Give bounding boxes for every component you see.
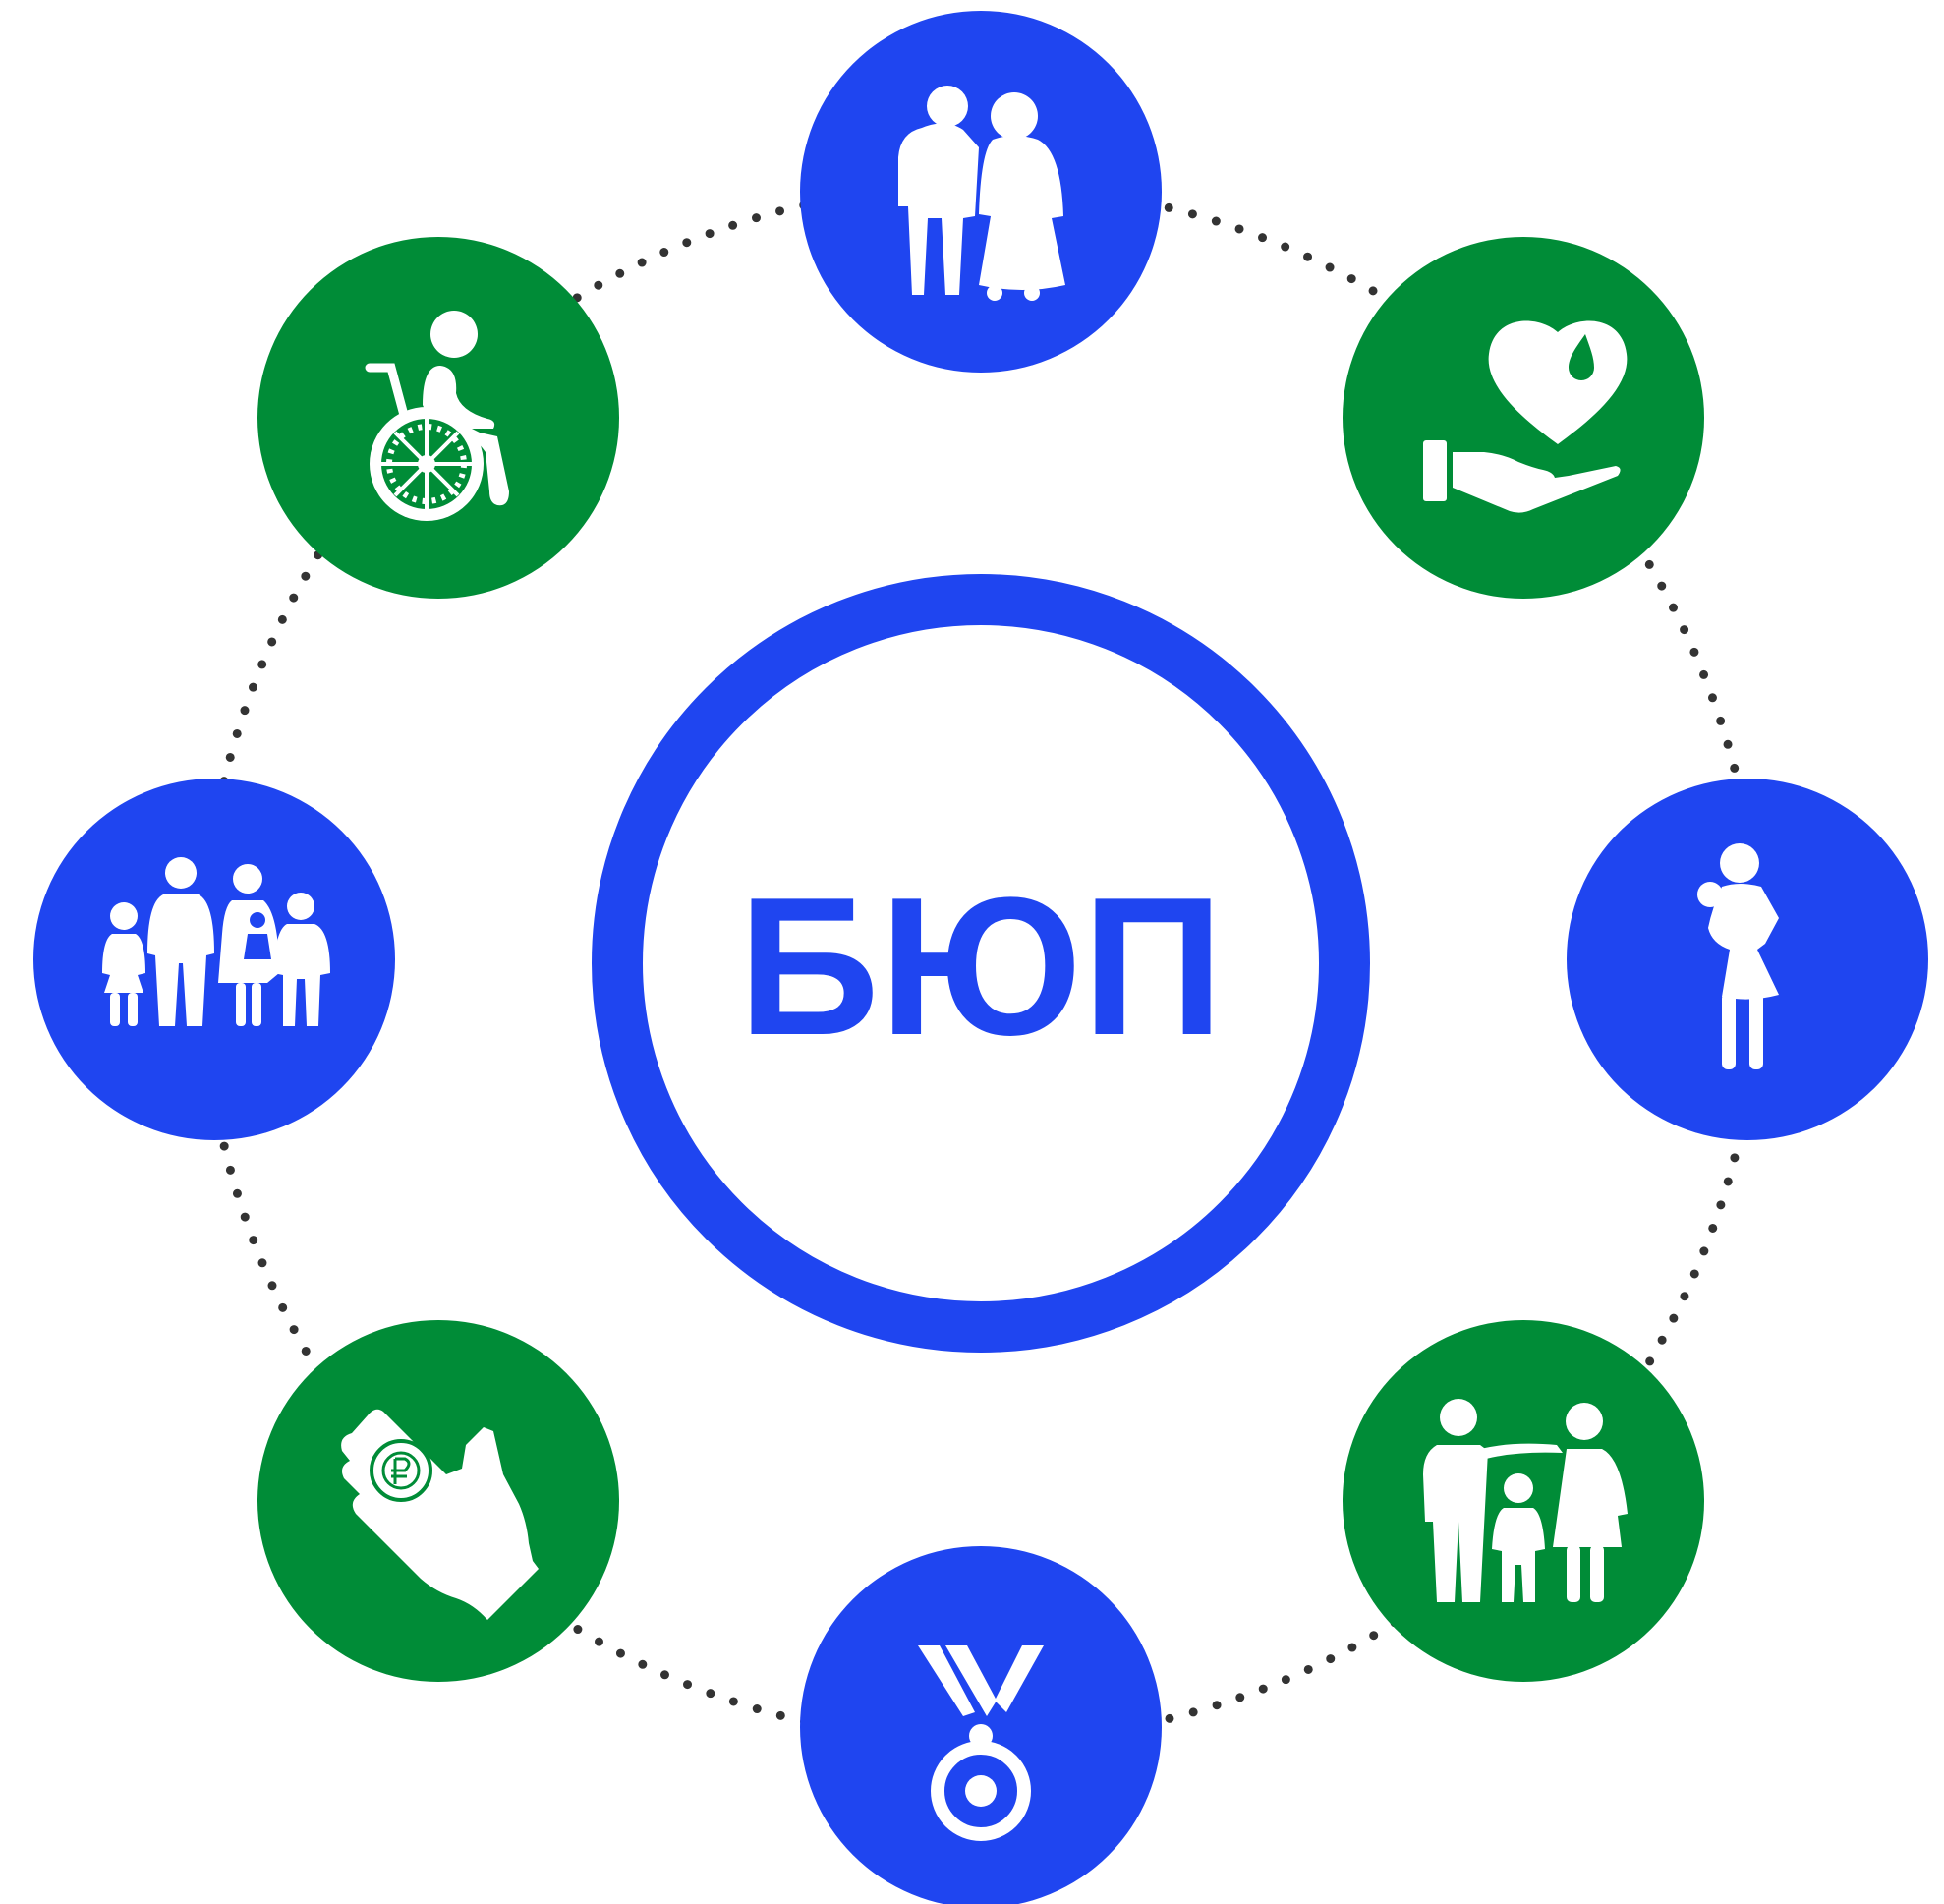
hand-ruble-coin-icon — [341, 1409, 539, 1620]
node-mother-baby — [1567, 779, 1928, 1140]
node-elderly-couple — [800, 11, 1162, 373]
large-family-icon — [102, 857, 330, 1026]
mother-with-baby-icon — [1697, 843, 1779, 1069]
wheelchair-person-icon — [365, 311, 509, 521]
elderly-couple-icon — [898, 86, 1065, 301]
node-family — [1343, 1320, 1704, 1682]
node-large-family — [33, 779, 395, 1140]
medal-icon — [918, 1645, 1044, 1841]
heart-donation-hand-icon — [1423, 320, 1628, 513]
family-parents-child-icon — [1423, 1399, 1628, 1602]
node-heart-donation — [1343, 237, 1704, 599]
node-hand-coin — [257, 1320, 619, 1682]
node-medal — [800, 1546, 1162, 1904]
center-ring — [592, 574, 1370, 1353]
node-wheelchair — [257, 237, 619, 599]
center-label: БЮП — [738, 857, 1224, 1076]
